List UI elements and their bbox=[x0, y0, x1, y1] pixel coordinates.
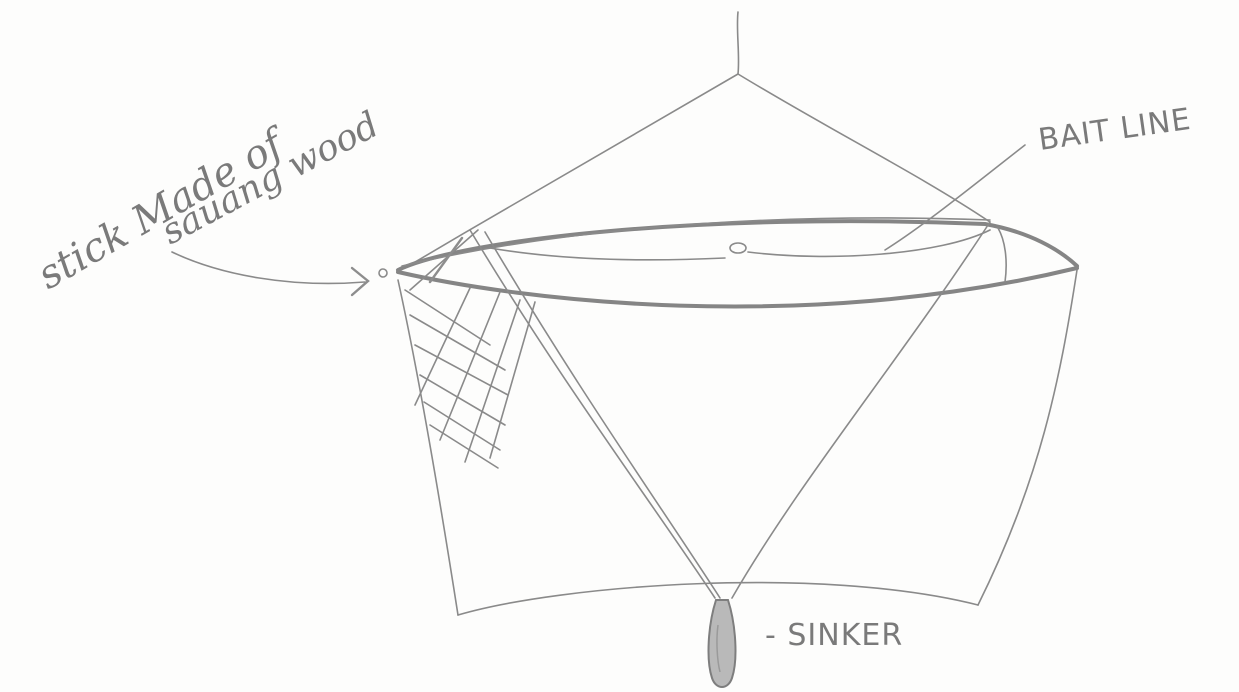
stick-leader-arrow bbox=[172, 252, 368, 295]
sinker-label: - SINKER bbox=[765, 618, 903, 653]
net-body bbox=[398, 270, 1077, 615]
sinker-cords bbox=[470, 222, 990, 598]
bait-line-label: BAIT LINE bbox=[1036, 102, 1193, 158]
suspension-cord bbox=[405, 12, 990, 268]
stick-end-ring bbox=[379, 269, 387, 277]
sinker-weight bbox=[709, 600, 736, 687]
bait-line-leader bbox=[885, 145, 1025, 250]
net-mesh bbox=[405, 230, 535, 468]
